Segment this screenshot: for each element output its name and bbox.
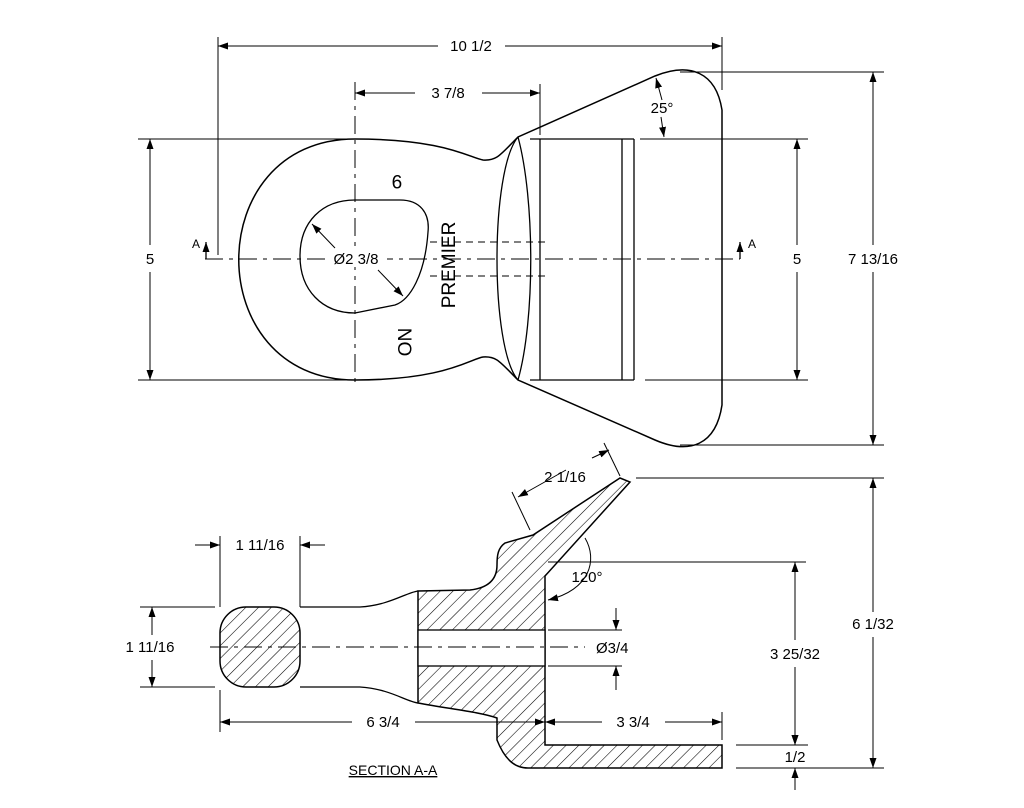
- shoulder-left-curve: [496, 136, 519, 381]
- dim-flange-thickness: 2 1/16: [544, 469, 586, 486]
- marking-prefix: NO: [393, 328, 414, 357]
- top-view: A A 9 NO PREMIER 10 1/2 3 7/8 25° 5: [138, 37, 898, 448]
- dim-offset-height: 3 25/32: [770, 646, 820, 663]
- dim-overall-length: 10 1/2: [450, 38, 492, 55]
- dim-included-angle: 120°: [571, 569, 602, 586]
- dim-base-thickness: 1/2: [785, 749, 806, 766]
- hole-dim-backdrop: [325, 249, 387, 267]
- dim-hole-leader-b: [377, 269, 404, 297]
- section-title: SECTION A-A: [349, 762, 438, 778]
- dim-flange-thickness-line: [517, 469, 567, 498]
- dim-body-height-right: 5: [793, 251, 801, 268]
- dim-flange-angle: 25°: [651, 100, 674, 117]
- dim-flange-extension: 3 3/4: [616, 714, 649, 731]
- ext-flange-thickness-2: [603, 442, 621, 477]
- shank-bottom-edge: [300, 686, 419, 704]
- dim-eye-to-flange: 3 7/8: [431, 85, 464, 102]
- dim-overall-height-top: 7 13/16: [848, 251, 898, 268]
- dim-flange-angle-arrow-1: [655, 77, 663, 101]
- dim-bore-diameter: Ø3/4: [596, 640, 629, 657]
- shoulder-right-curve: [517, 136, 532, 381]
- dim-length-to-face: 6 3/4: [366, 714, 399, 731]
- dim-eye-height-section: 1 11/16: [126, 639, 175, 656]
- marking-number: 9: [392, 170, 403, 191]
- section-mark-right: A: [748, 237, 756, 251]
- dim-flange-angle-arrow-2: [659, 116, 666, 138]
- dim-hole-diameter: Ø2 3/8: [333, 251, 378, 268]
- section-body: [417, 477, 723, 769]
- marking-brand: PREMIER: [439, 222, 460, 309]
- dim-overall-height-section: 6 1/32: [852, 616, 894, 633]
- dim-included-angle-arc: [547, 537, 592, 602]
- dim-eye-height-left: 5: [146, 251, 154, 268]
- section-mark-left: A: [192, 237, 200, 251]
- section-bore: [417, 629, 546, 667]
- top-view-outline: [238, 69, 723, 448]
- dim-flange-thickness-line-2: [591, 449, 610, 459]
- ext-flange-thickness-1: [511, 491, 531, 531]
- dim-eye-width: 1 11/16: [236, 537, 285, 554]
- shank-top-edge: [300, 590, 419, 608]
- dim-hole-leader-a: [311, 223, 336, 249]
- section-view: SECTION A-A 1 11/16 1 11/16 2 1/16 120° …: [126, 442, 894, 790]
